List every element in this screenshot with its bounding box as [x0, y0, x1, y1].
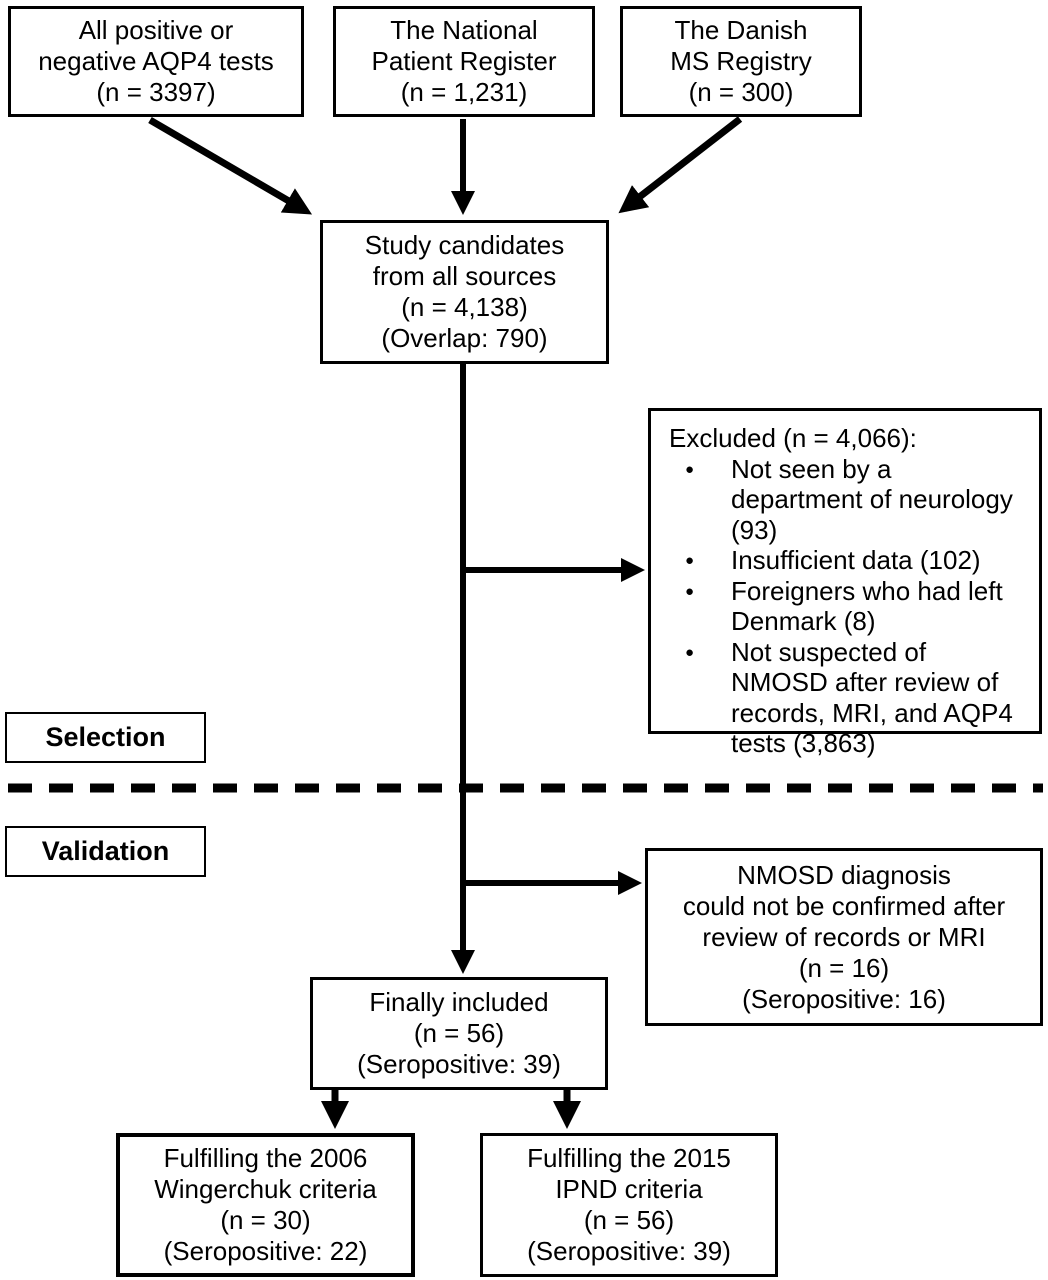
- box-text-line: Fulfilling the 2015: [527, 1143, 731, 1173]
- box-text-line: (n = 1,231): [400, 77, 528, 107]
- box-text-line: review of records or MRI: [702, 921, 986, 952]
- box-text-line: (n = 56): [413, 1018, 505, 1048]
- box-danish-ms-registry: The Danish MS Registry (n = 300): [620, 6, 862, 117]
- box-text-line: negative AQP4 tests: [38, 46, 274, 76]
- phase-label-text: Selection: [45, 722, 166, 752]
- box-text-line: (n = 4,138): [401, 292, 528, 322]
- box-study-candidates: Study candidates from all sources (n = 4…: [320, 220, 609, 364]
- box-text-line: (n = 3397): [96, 77, 216, 107]
- box-ipnd-2015: Fulfilling the 2015 IPND criteria (n = 5…: [480, 1133, 778, 1277]
- box-text-line: (Overlap: 790): [381, 323, 548, 353]
- box-text-line: (n = 300): [688, 77, 794, 107]
- box-text-line: (Seropositive: 39): [527, 1236, 731, 1266]
- box-text-line: Finally included: [369, 987, 549, 1017]
- excluded-title: Excluded (n = 4,066):: [669, 423, 917, 453]
- excluded-bullet-item: Insufficient data (102): [669, 545, 1025, 576]
- box-text-line: MS Registry: [670, 46, 812, 76]
- box-text-line: Patient Register: [371, 46, 557, 76]
- excluded-bullet-list: Not seen by a department of neurology (9…: [669, 454, 1025, 759]
- box-text-line: (n = 16): [798, 952, 890, 983]
- box-text-line: could not be confirmed after: [682, 890, 1006, 921]
- box-text-line: Fulfilling the 2006: [163, 1143, 368, 1173]
- box-aqp4-tests: All positive or negative AQP4 tests (n =…: [8, 6, 304, 117]
- box-text-line: Wingerchuk criteria: [154, 1174, 377, 1204]
- phase-label-text: Validation: [41, 836, 170, 866]
- box-text-line: IPND criteria: [555, 1174, 703, 1204]
- box-text-line: (Seropositive: 39): [357, 1049, 561, 1079]
- phase-label-validation: Validation: [5, 826, 206, 877]
- box-excluded: Excluded (n = 4,066): Not seen by a depa…: [648, 408, 1042, 758]
- box-text-line: (Seropositive: 16): [742, 983, 946, 1014]
- box-text-line: Study candidates: [364, 230, 565, 260]
- box-text-line: (n = 56): [583, 1205, 675, 1235]
- box-text-line: All positive or: [78, 15, 234, 45]
- phase-label-selection: Selection: [5, 712, 206, 763]
- box-national-patient-register: The National Patient Register (n = 1,231…: [333, 6, 595, 117]
- box-text-line: NMOSD diagnosis: [737, 859, 951, 890]
- excluded-bullet-item: Foreigners who had left Denmark (8): [669, 576, 1025, 637]
- arrow-dmr-to-candidates: [618, 116, 743, 214]
- box-not-confirmed: NMOSD diagnosis could not be confirmed a…: [645, 848, 1043, 1026]
- box-text-line: The National: [390, 15, 538, 45]
- arrow-aqp4-to-candidates: [148, 116, 313, 215]
- excluded-bullet-item: Not seen by a department of neurology (9…: [669, 454, 1025, 546]
- box-text-line: (Seropositive: 22): [163, 1236, 368, 1266]
- excluded-bullet-item: Not suspected of NMOSD after review of r…: [669, 637, 1025, 759]
- box-text-line: (n = 30): [220, 1205, 311, 1235]
- box-text-line: The Danish: [674, 15, 808, 45]
- box-wingerchuk-2006: Fulfilling the 2006 Wingerchuk criteria …: [116, 1133, 415, 1277]
- box-text-line: from all sources: [372, 261, 557, 291]
- box-finally-included: Finally included (n = 56) (Seropositive:…: [310, 977, 608, 1090]
